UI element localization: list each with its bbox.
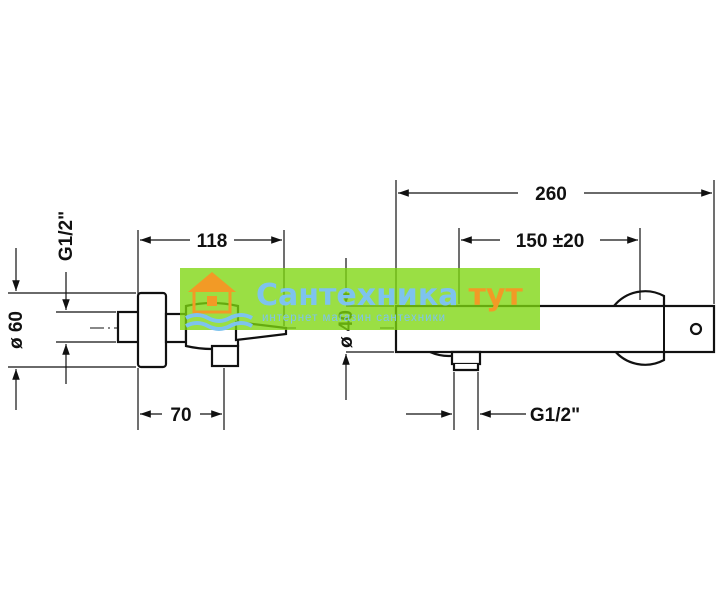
- side-inlet-nut: [116, 310, 142, 344]
- front-outlet: [450, 350, 482, 366]
- side-outlet: [210, 344, 240, 368]
- watermark: Сантехника тут интернет магазин сантехни…: [180, 268, 540, 331]
- dim-side-depth: 118: [197, 231, 228, 252]
- watermark-title-accent: тут: [468, 278, 523, 313]
- dim-outlet-thread: G1/2": [530, 405, 580, 426]
- dim-spout-offset: 150 ±20: [516, 231, 585, 252]
- watermark-band: [180, 268, 540, 330]
- dim-wall-depth: 70: [170, 405, 191, 426]
- front-outlet-nut: [452, 364, 480, 372]
- watermark-subtitle: интернет магазин сантехники: [262, 312, 446, 324]
- dim-escutcheon-diameter: ø 60: [6, 311, 27, 349]
- dim-overall-length: 260: [535, 184, 567, 205]
- front-set-screw: [689, 322, 703, 336]
- side-escutcheon: [136, 291, 168, 369]
- house-logo-icon: [185, 272, 253, 331]
- watermark-title: Сантехника: [256, 278, 458, 313]
- dim-inlet-thread: G1/2": [56, 211, 77, 261]
- svg-text:Сантехника тут: Сантехника тут: [256, 278, 523, 313]
